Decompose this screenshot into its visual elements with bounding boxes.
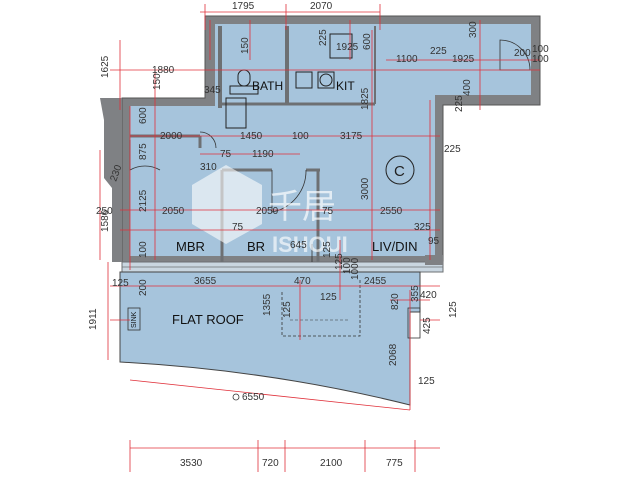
dimension-label: 3530 [180,458,203,469]
room-mbr: MBR [176,239,205,254]
flat-roof-area [119,271,421,406]
dimension-label: 2100 [320,458,343,469]
fixtures [225,33,353,129]
dimension-label: 470 [294,276,311,287]
dimension-label: 125 [418,376,435,387]
dimension-label: 225 [454,95,465,112]
dimension-label: 125 [334,253,345,270]
dimension-label: 225 [430,46,447,57]
dimension-label: 75 [220,149,232,160]
dimension-label: 1450 [240,131,263,142]
dimension-label: 2000 [160,131,183,142]
dimension-label: 100 [532,54,549,65]
dimension-label: 125 [448,301,459,318]
dimension-label: 2070 [310,1,333,12]
dimension-label: 1925 [336,42,359,53]
dimension-label: 125 [112,278,129,289]
dimension-label: 3000 [360,177,371,200]
dimension-label: 1625 [100,55,111,78]
dimension-label: 100 [138,241,149,258]
dimension-label: 1795 [232,1,255,12]
dimension-label: 1911 [88,308,99,330]
room-flat-roof: FLAT ROOF [172,312,244,327]
dimension-label: 2050 [162,206,185,217]
dimension-label: 200 [514,48,531,59]
dimension-label: 420 [420,290,437,301]
dimension-label: 1100 [396,54,418,65]
dimension-label: 345 [204,85,221,96]
dimension-label: 95 [428,236,440,247]
dimension-label: 1825 [360,87,371,110]
dimension-label: 875 [138,143,149,160]
dimension-label: 250 [96,206,113,217]
room-kit: KIT [336,79,355,93]
dimension-label: 600 [362,33,373,50]
dimension-label: 425 [422,317,433,334]
dimension-label: 225 [444,144,461,155]
watermark: 千居 ISHOUI [192,165,348,257]
dimension-label: 150 [240,37,251,54]
watermark-en: ISHOUI [272,232,348,257]
room-bath: BATH [252,79,283,93]
dimension-label: 3175 [340,131,363,142]
dimension-label: 100 [532,44,549,55]
marker-circle [385,155,415,185]
dimension-label: 225 [318,29,329,46]
dimension-label: 6550 [242,392,265,403]
dimension-labels: 1795 2070 225 1925 600 150 1100 225 1925… [88,1,549,469]
dimension-label: 355 [410,285,421,302]
sink-label: SINK [131,311,138,328]
dimension-label: 2050 [256,206,279,217]
dimension-label: 100 [342,257,353,274]
dimension-label: 720 [262,458,279,469]
room-liv-din: LIV/DIN [372,239,418,254]
dimension-label: 400 [462,79,473,96]
dimension-label: 820 [390,293,401,310]
dimension-label: 600 [138,107,149,124]
dimension-label: 3655 [194,276,217,287]
dimension-label: 100 [292,131,309,142]
dimension-label: 2550 [380,206,403,217]
dimension-label: 310 [200,162,217,173]
dimension-label: 300 [468,21,479,38]
dimension-label: 125 [320,292,337,303]
dimension-label: 645 [290,240,307,251]
dimension-label: 75 [322,206,334,217]
dimension-label: 2068 [388,343,399,366]
dimension-label: 75 [232,222,244,233]
marker-c: C [394,163,405,180]
watermark-cn: 千居 [268,187,336,227]
dimension-label: 1000 [350,257,361,280]
dimension-label: 2455 [364,276,387,287]
dimension-label: 200 [138,279,149,296]
dimension-label: 1925 [452,54,475,65]
dimension-label: 125 [282,301,293,318]
dimension-label: 125 [322,241,333,258]
dimension-label: 1190 [252,149,274,160]
dimension-label: 775 [386,458,403,469]
dimension-lines [99,4,540,472]
room-br: BR [247,239,265,254]
dimension-label: 2125 [138,189,149,212]
dimension-label: 1880 [152,65,175,76]
dimension-label: 1586 [100,209,111,232]
dimension-label: 150 [152,73,163,90]
dimension-label: 1355 [262,293,273,316]
dimension-label: 325 [414,222,431,233]
